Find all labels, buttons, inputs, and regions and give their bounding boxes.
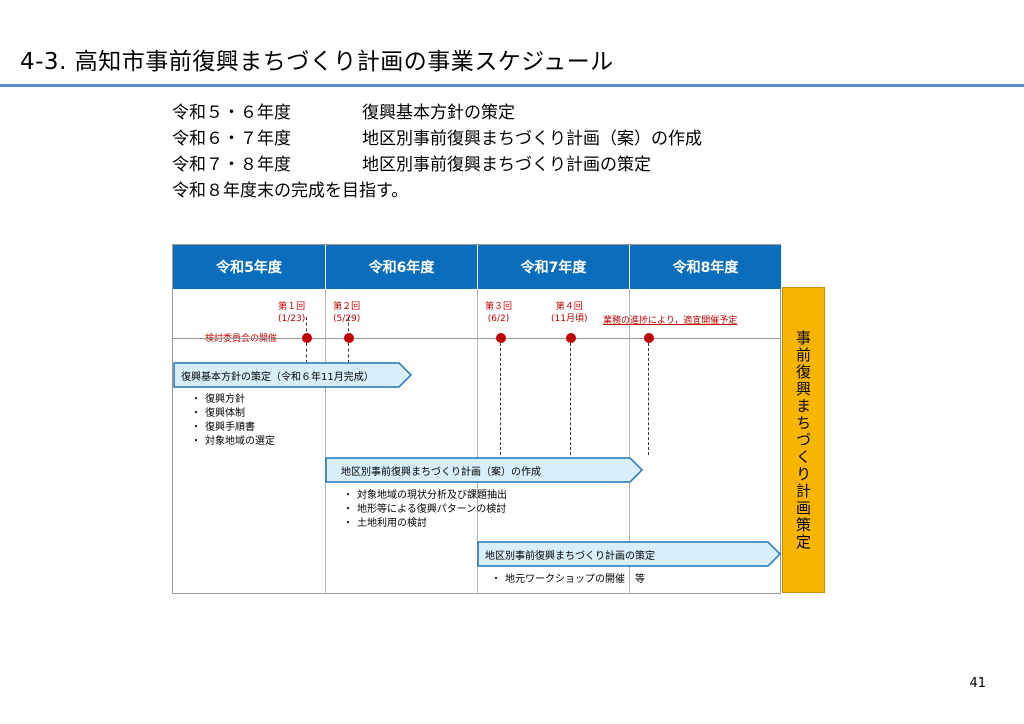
meeting-note: 業務の進捗により，適宜開催予定 [603, 316, 738, 326]
meeting-1-dot [302, 333, 312, 343]
summary-years: 令和５・６年度 [172, 103, 291, 123]
summary-row: 令和７・８年度 地区別事前復興まちづくり計画の策定 [172, 152, 702, 178]
phase-3-bullet: 地元ワークショップの開催 等 [491, 573, 645, 587]
year-divider [629, 289, 630, 594]
summary-row: 令和６・７年度 地区別事前復興まちづくり計画（案）の作成 [172, 126, 702, 152]
meeting-future-drop [648, 343, 649, 455]
meeting-4-drop [570, 343, 571, 455]
phase-3-label: 地区別事前復興まちづくり計画の策定 [485, 550, 655, 562]
meeting-4-dot [566, 333, 576, 343]
phase-2-bullets: 対象地域の現状分析及び課題抽出 地形等による復興パターンの検討 土地利用の検討 [343, 489, 507, 531]
meeting-4-label: 第４回(11月頃) [551, 302, 588, 324]
meeting-1-label: 第１回(1/23) [278, 302, 306, 324]
phase-1-bullet: 復興体制 [191, 407, 275, 421]
summary-years: 令和７・８年度 [172, 155, 291, 175]
summary-years: 令和６・７年度 [172, 129, 291, 149]
phase-2-arrow: 地区別事前復興まちづくり計画（案）の作成 [325, 457, 645, 483]
year-header-r6: 令和6年度 [326, 245, 477, 289]
year-divider [325, 289, 326, 594]
year-divider [477, 289, 478, 594]
summary-row: 令和８年度末の完成を目指す。 [172, 178, 702, 204]
meeting-3-dot [496, 333, 506, 343]
phase-1-label: 復興基本方針の策定（令和６年11月完成） [181, 371, 374, 383]
page-number: 41 [969, 676, 986, 691]
meeting-3-label: 第３回(6/2) [485, 302, 513, 324]
year-header-r5: 令和5年度 [173, 245, 325, 289]
meeting-2-dot [344, 333, 354, 343]
phase-1-bullet: 復興方針 [191, 393, 275, 407]
schedule-chart: 令和5年度 令和6年度 令和7年度 令和8年度 第１回(1/23) 第２回(5/… [172, 244, 782, 594]
meeting-1-leader [306, 317, 307, 337]
phase-2-bullet: 土地利用の検討 [343, 517, 507, 531]
meeting-row-label: 検討委員会の開催 [205, 334, 278, 344]
meeting-2-drop [348, 343, 349, 363]
meeting-2-label: 第２回(5/29) [333, 302, 361, 324]
goal-label: 事前復興まちづくり計画策定 [794, 329, 812, 551]
page-title: 4-3. 高知市事前復興まちづくり計画の事業スケジュール [20, 49, 614, 75]
year-header-r7: 令和7年度 [478, 245, 629, 289]
phase-2-label: 地区別事前復興まちづくり計画（案）の作成 [341, 466, 541, 478]
summary-row: 令和５・６年度 復興基本方針の策定 [172, 100, 702, 126]
year-header-r8: 令和8年度 [630, 245, 781, 289]
phase-1-arrow: 復興基本方針の策定（令和６年11月完成） [173, 362, 413, 388]
goal-plan-finalized: 事前復興まちづくり計画策定 [782, 287, 825, 593]
summary-desc: 地区別事前復興まちづくり計画（案）の作成 [362, 129, 702, 149]
phase-1-arrow-shape [173, 362, 413, 388]
meeting-timeline [173, 338, 781, 339]
summary-desc: 令和８年度末の完成を目指す。 [172, 181, 409, 201]
phase-1-bullets: 復興方針 復興体制 復興手順書 対象地域の選定 [191, 393, 275, 449]
summary-desc: 復興基本方針の策定 [362, 103, 515, 123]
phase-1-bullet: 対象地域の選定 [191, 435, 275, 449]
phase-2-bullet: 地形等による復興パターンの検討 [343, 503, 507, 517]
phase-3-arrow-shape [477, 541, 782, 567]
meeting-future-dot [644, 333, 654, 343]
phase-3-bullets: 地元ワークショップの開催 等 [491, 573, 645, 587]
summary-desc: 地区別事前復興まちづくり計画の策定 [362, 155, 651, 175]
phase-2-arrow-shape [325, 457, 644, 483]
meeting-1-drop [306, 343, 307, 363]
phase-1-bullet: 復興手順書 [191, 421, 275, 435]
meeting-3-drop [500, 343, 501, 455]
meeting-2-leader [348, 317, 349, 337]
title-underline [0, 84, 1024, 87]
schedule-summary: 令和５・６年度 復興基本方針の策定 令和６・７年度 地区別事前復興まちづくり計画（案… [172, 100, 702, 204]
phase-3-arrow: 地区別事前復興まちづくり計画の策定 [477, 541, 782, 567]
phase-2-bullet: 対象地域の現状分析及び課題抽出 [343, 489, 507, 503]
